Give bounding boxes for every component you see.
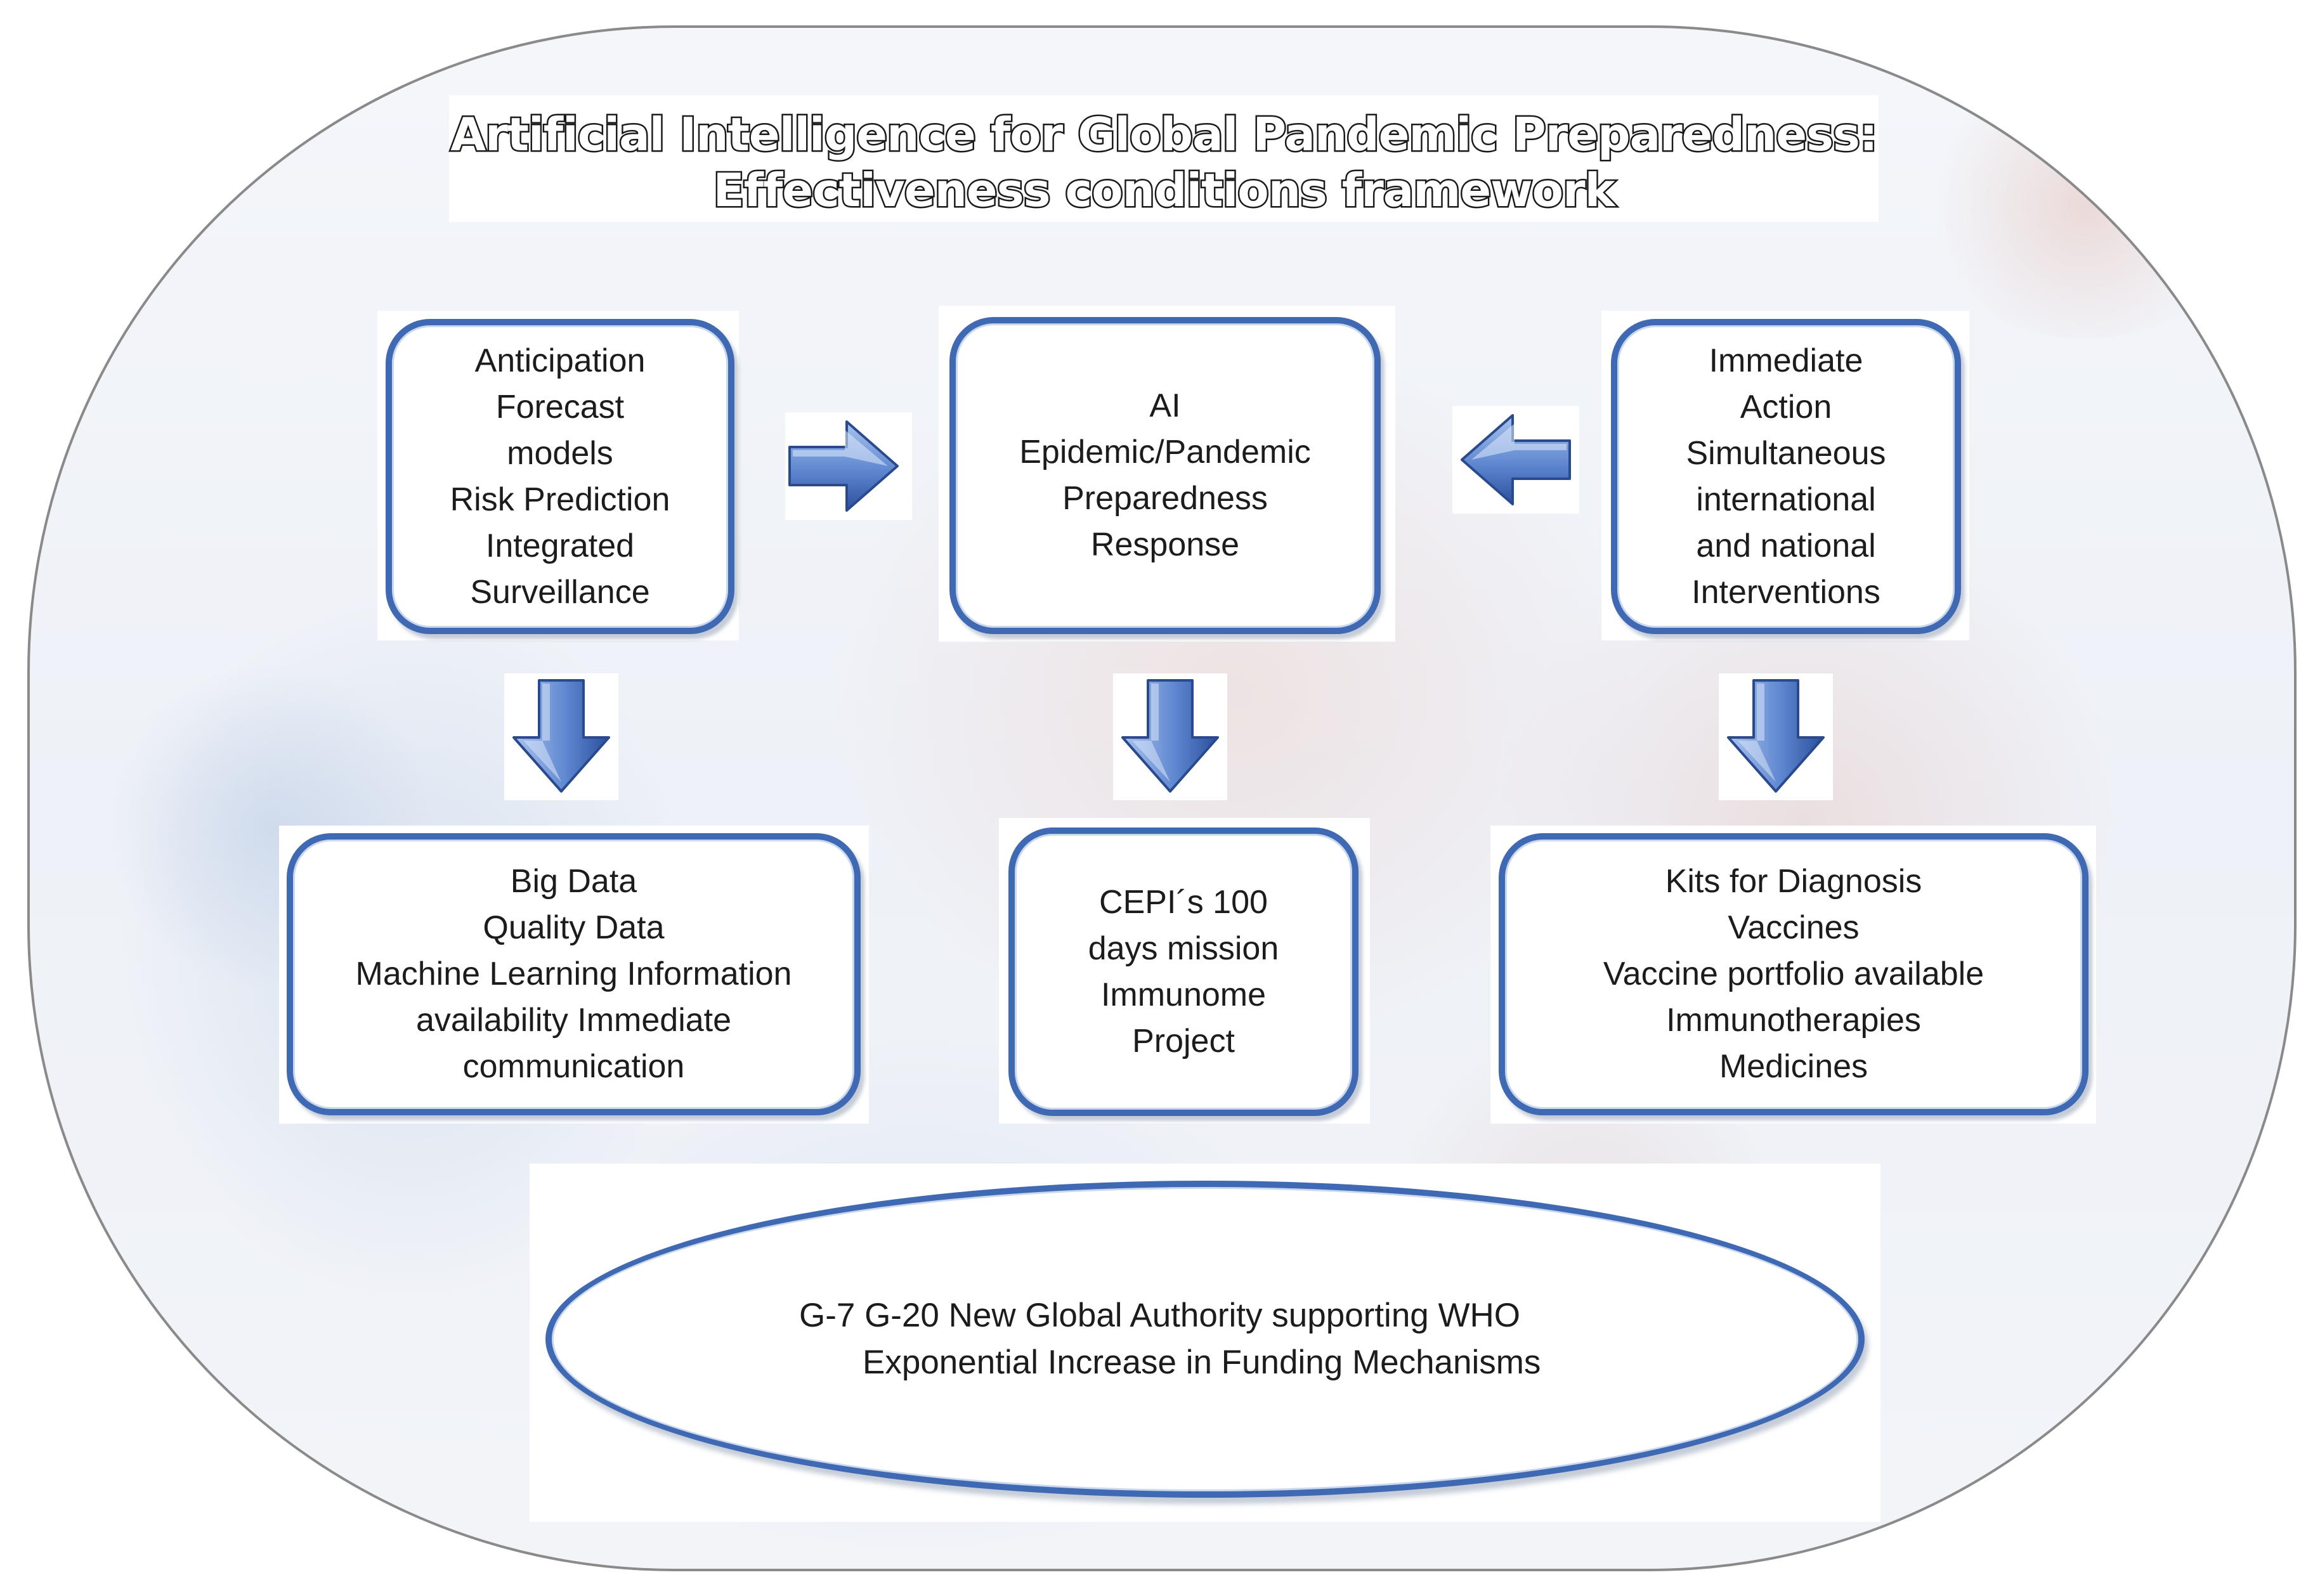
box-line: Project <box>1132 1022 1235 1060</box>
box-line: Vaccines <box>1728 909 1860 946</box>
box-line: Risk Prediction <box>450 481 670 518</box>
anticipation-box: Anticipation Forecast models Risk Predic… <box>386 319 734 634</box>
ellipse-line-1: G-7 G-20 New Global Authority supporting… <box>799 1297 1521 1334</box>
box-line: Medicines <box>1719 1048 1868 1085</box>
ellipse-line-2: Exponential Increase in Funding Mechanis… <box>863 1344 1541 1381</box>
box-line: days mission <box>1088 930 1279 967</box>
box-line: models <box>507 434 613 472</box>
box-line: international <box>1696 481 1876 518</box>
arrow-left-icon <box>1461 414 1571 505</box>
title-banner: Artificial Intelligence for Global Pande… <box>449 95 1879 222</box>
box-line: Anticipation <box>474 342 646 379</box>
box-line: Epidemic/Pandemic <box>1019 434 1311 470</box>
box-line: availability Immediate <box>415 1002 732 1039</box>
box-line: Integrated <box>485 527 635 564</box>
ai-core-box: AI Epidemic/Pandemic Preparedness Respon… <box>949 317 1381 634</box>
box-line: Simultaneous <box>1686 434 1886 472</box>
big-data-box: Big Data Quality Data Machine Learning I… <box>287 833 861 1115</box>
immediate-action-box: Immediate Action Simultaneous internatio… <box>1611 319 1961 634</box>
box-line: Big Data <box>510 863 637 900</box>
arrow-down-icon <box>1121 679 1219 793</box>
arrow-down-icon <box>512 679 610 793</box>
box-line: communication <box>462 1048 685 1085</box>
box-line: Quality Data <box>483 909 665 946</box>
box-line: Vaccine portfolio available <box>1603 956 1984 992</box>
arrow-down-icon <box>1727 679 1825 793</box>
box-line: CEPI´s 100 <box>1099 883 1268 921</box>
box-line: Immunome <box>1100 976 1267 1013</box>
kits-box: Kits for Diagnosis Vaccines Vaccine port… <box>1499 833 2089 1115</box>
box-line: Immediate <box>1709 342 1863 379</box>
diagram-title-line-1: Artificial Intelligence for Global Pande… <box>449 107 1879 163</box>
box-line: Machine Learning Information <box>355 956 792 992</box>
box-line: AI <box>1149 387 1181 424</box>
box-line: Kits for Diagnosis <box>1665 863 1922 900</box>
virus-decoration <box>1920 72 2250 339</box>
box-line: and national <box>1696 527 1876 564</box>
diagram-title-line-2: Effectiveness conditions framework <box>712 162 1617 219</box>
cepi-box: CEPI´s 100 days mission Immunome Project <box>1008 827 1359 1116</box>
box-line: Preparedness <box>1062 480 1268 517</box>
arrow-right-icon <box>788 420 899 512</box>
box-line: Interventions <box>1691 573 1880 611</box>
box-line: Forecast <box>495 388 625 425</box>
box-line: Immunotherapies <box>1666 1002 1921 1039</box>
box-line: Response <box>1090 526 1240 563</box>
global-authority-ellipse: G-7 G-20 New Global Authority supporting… <box>545 1181 1865 1498</box>
box-line: Action <box>1740 388 1832 425</box>
box-line: Surveillance <box>470 573 650 611</box>
